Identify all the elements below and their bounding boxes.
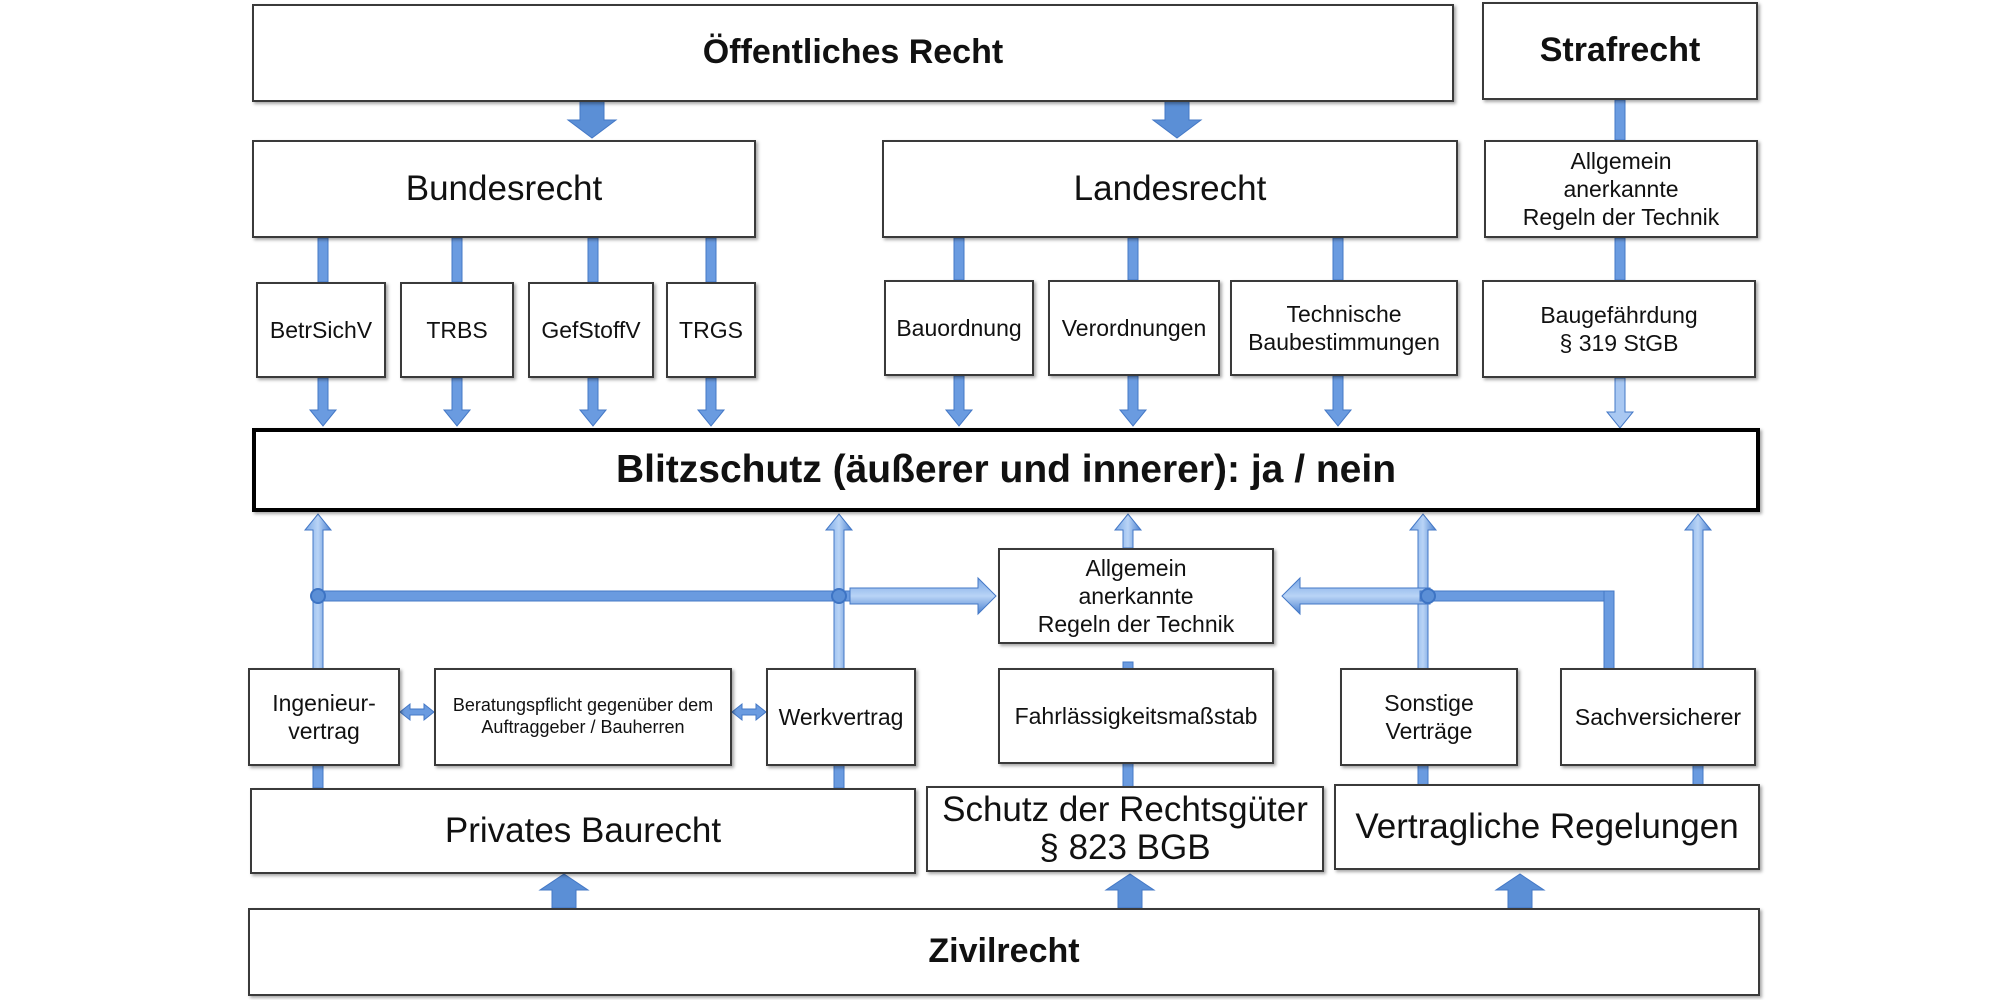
box-vertragliche-regelungen: Vertragliche Regelungen xyxy=(1334,784,1760,870)
box-verordnungen: Verordnungen xyxy=(1048,280,1220,376)
label-strafrecht: Strafrecht xyxy=(1539,31,1701,70)
label-beratungspflicht: Beratungspflicht gegenüber dem Auftragge… xyxy=(452,695,714,737)
label-blitzschutz: Blitzschutz (äußerer und innerer): ja / … xyxy=(615,448,1397,492)
box-blitzschutz: Blitzschutz (äußerer und innerer): ja / … xyxy=(252,428,1760,512)
box-bundesrecht: Bundesrecht xyxy=(252,140,756,238)
arrow-zivil-to-privat xyxy=(538,873,590,909)
box-sachversicherer: Sachversicherer xyxy=(1560,668,1756,766)
box-sonstige-vertraege: Sonstige Verträge xyxy=(1340,668,1518,766)
arrow-zivil-to-schutz xyxy=(1104,873,1156,909)
label-verordnungen: Verordnungen xyxy=(1061,314,1207,341)
box-betrsichv: BetrSichV xyxy=(256,282,386,378)
label-gefstoffv: GefStoffV xyxy=(541,316,641,343)
box-ingenieurvertrag: Ingenieur- vertrag xyxy=(248,668,400,766)
box-privates-baurecht: Privates Baurecht xyxy=(250,788,916,874)
label-zivilrecht: Zivilrecht xyxy=(928,932,1080,971)
arrow-oeff-to-land xyxy=(1151,99,1203,139)
arrow-oeff-to-bund xyxy=(566,99,618,139)
label-schutz-rechtsgueter: Schutz der Rechtsgüter § 823 BGB xyxy=(942,789,1308,867)
label-privates-baurecht: Privates Baurecht xyxy=(444,810,722,850)
box-landesrecht: Landesrecht xyxy=(882,140,1458,238)
box-schutz-rechtsgueter: Schutz der Rechtsgüter § 823 BGB xyxy=(926,786,1324,872)
label-trbs: TRBS xyxy=(426,316,488,343)
box-baugefaehrdung: Baugefährdung § 319 StGB xyxy=(1482,280,1756,378)
label-landesrecht: Landesrecht xyxy=(1073,168,1267,208)
label-baugefaehrdung: Baugefährdung § 319 StGB xyxy=(1540,301,1698,356)
label-bauordnung: Bauordnung xyxy=(896,314,1022,341)
label-regeln-technik-mid: Allgemein anerkannte Regeln der Technik xyxy=(1037,554,1235,638)
box-fahrlaessigkeit: Fahrlässigkeitsmaßstab xyxy=(998,668,1274,764)
box-technische-baubestimmungen: Technische Baubestimmungen xyxy=(1230,280,1458,376)
label-sachversicherer: Sachversicherer xyxy=(1574,703,1742,730)
box-werkvertrag: Werkvertrag xyxy=(766,668,916,766)
box-gefstoffv: GefStoffV xyxy=(528,282,654,378)
label-oeffentliches-recht: Öffentliches Recht xyxy=(702,33,1004,72)
box-regeln-technik-top: Allgemein anerkannte Regeln der Technik xyxy=(1484,140,1758,238)
box-beratungspflicht: Beratungspflicht gegenüber dem Auftragge… xyxy=(434,668,732,766)
label-trgs: TRGS xyxy=(679,316,743,343)
arrow-zivil-to-vertrag xyxy=(1494,873,1546,909)
box-trbs: TRBS xyxy=(400,282,514,378)
box-trgs: TRGS xyxy=(666,282,756,378)
box-regeln-technik-mid: Allgemein anerkannte Regeln der Technik xyxy=(998,548,1274,644)
box-strafrecht: Strafrecht xyxy=(1482,2,1758,100)
label-sonstige-vertraege: Sonstige Verträge xyxy=(1384,689,1474,744)
box-zivilrecht: Zivilrecht xyxy=(248,908,1760,996)
label-regeln-technik-top: Allgemein anerkannte Regeln der Technik xyxy=(1522,147,1720,231)
label-ingenieurvertrag: Ingenieur- vertrag xyxy=(272,689,376,744)
label-betrsichv: BetrSichV xyxy=(269,316,373,343)
box-oeffentliches-recht: Öffentliches Recht xyxy=(252,4,1454,102)
label-bundesrecht: Bundesrecht xyxy=(405,168,603,208)
box-bauordnung: Bauordnung xyxy=(884,280,1034,376)
label-technische-baubestimmungen: Technische Baubestimmungen xyxy=(1248,300,1440,355)
label-vertragliche-regelungen: Vertragliche Regelungen xyxy=(1355,806,1739,846)
label-fahrlaessigkeit: Fahrlässigkeitsmaßstab xyxy=(1014,702,1258,729)
label-werkvertrag: Werkvertrag xyxy=(778,703,904,730)
